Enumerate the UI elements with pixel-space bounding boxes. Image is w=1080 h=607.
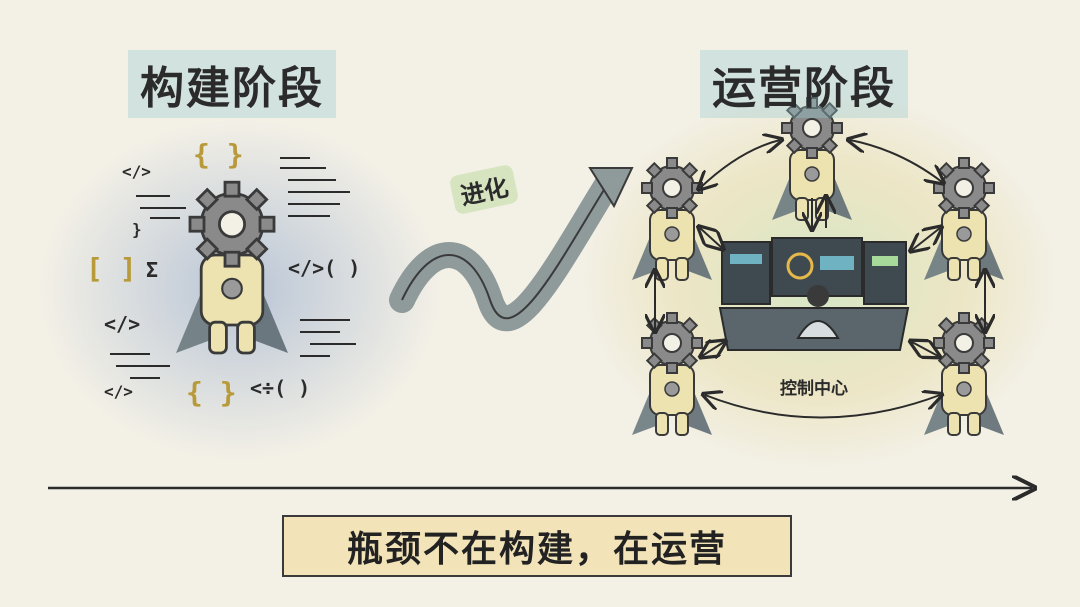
code-glyph: { } <box>186 376 237 409</box>
control-center-label: 控制中心 <box>780 374 848 399</box>
code-glyph: { } <box>193 138 244 171</box>
code-glyph: } <box>132 220 142 239</box>
code-glyph: </> <box>104 312 140 336</box>
code-glyph: </>( ) <box>288 256 360 280</box>
build-stage-title: 构建阶段 <box>128 50 336 118</box>
conclusion-banner: 瓶颈不在构建，在运营 <box>282 515 792 577</box>
code-glyph: Σ <box>146 258 158 282</box>
code-glyph: [ ] <box>86 252 137 285</box>
code-glyph: </> <box>122 162 151 181</box>
operate-stage-title: 运营阶段 <box>700 50 908 118</box>
code-glyph: <÷( ) <box>250 376 310 400</box>
code-glyph: </> <box>104 382 133 401</box>
conclusion-text: 瓶颈不在构建，在运营 <box>347 520 727 572</box>
